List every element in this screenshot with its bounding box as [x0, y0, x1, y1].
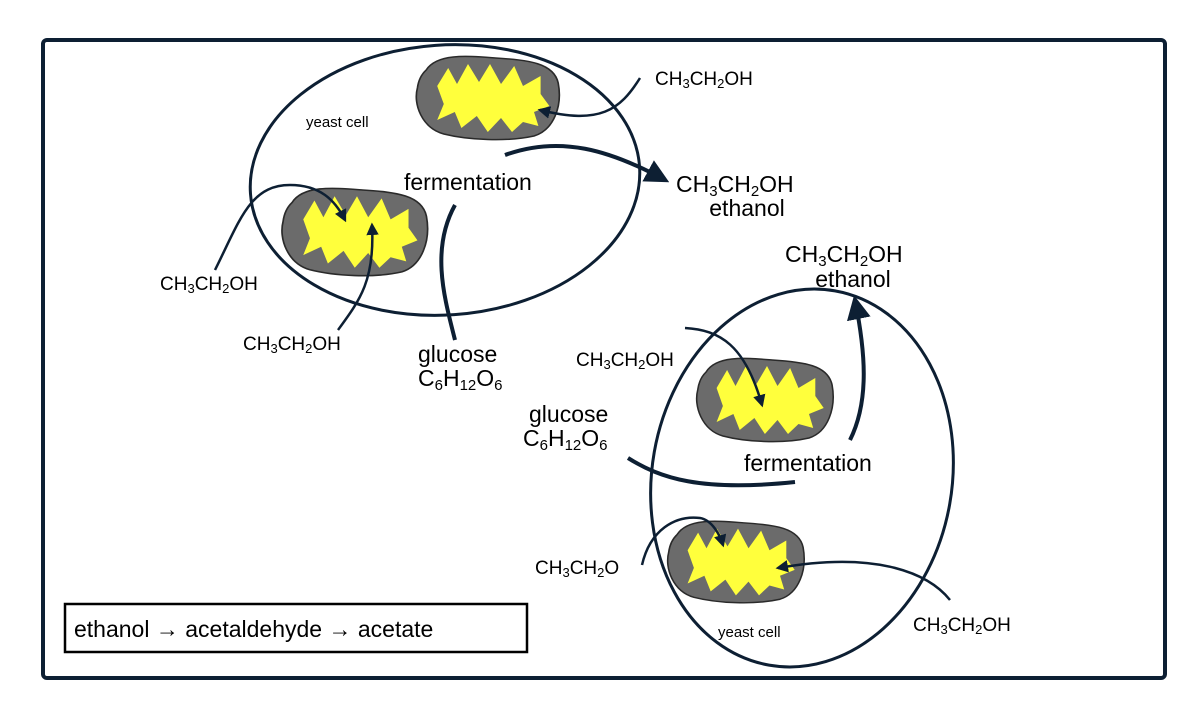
ethanol-formula: CH3CH2OH: [576, 350, 674, 372]
output-ethanol-formula: CH3CH2OH: [785, 241, 903, 270]
output-ethanol-name: ethanol: [815, 266, 890, 292]
ethanol-uptake-arrow: [775, 560, 951, 601]
right-arrow-icon: →: [328, 616, 351, 642]
ethanol-formula: CH3CH2OH: [243, 334, 341, 356]
cell-label: yeast cell: [718, 624, 781, 641]
fermentation-output-arrow: [504, 143, 670, 183]
process-label: fermentation: [404, 169, 532, 195]
mitochondrion-icon: [415, 55, 561, 141]
cell-membrane-bottom: [649, 287, 955, 669]
ethanol-uptake-arrow: [684, 326, 766, 408]
yeast-cell-top: yeast cell fermentation CH3CH2OH CH3CH2O…: [160, 43, 794, 394]
mitochondrion-icon: [666, 520, 805, 604]
ethanol-formula: CH3CH2OH: [913, 615, 1011, 637]
ethanol-formula: CH3CH2O: [535, 558, 619, 580]
output-ethanol-formula: CH3CH2OH: [676, 171, 794, 200]
glucose-name: glucose: [529, 401, 608, 427]
glucose-formula: C6H12O6: [418, 365, 503, 394]
glucose-formula: C6H12O6: [523, 425, 608, 454]
right-arrow-icon: →: [156, 616, 179, 642]
ethanol-formula: CH3CH2OH: [655, 69, 753, 91]
glucose-input-arrow: [439, 204, 457, 341]
ethanol-uptake-arrow: [213, 183, 347, 271]
cell-label: yeast cell: [306, 114, 369, 131]
ethanol-uptake-arrow: [336, 222, 379, 331]
mitochondrion-icon: [695, 357, 834, 443]
fermentation-output-arrow: [846, 295, 871, 441]
output-ethanol-name: ethanol: [709, 195, 784, 221]
glucose-input-arrow: [626, 456, 796, 488]
glucose-name: glucose: [418, 341, 497, 367]
yeast-cell-bottom: yeast cell fermentation CH3CH2OH CH3CH2O…: [523, 241, 1011, 669]
ethanol-uptake-arrow: [640, 516, 727, 566]
ethanol-formula: CH3CH2OH: [160, 274, 258, 296]
pathway-text: ethanol → acetaldehyde → acetate: [74, 616, 433, 642]
ethanol-uptake-arrow: [537, 77, 642, 119]
process-label: fermentation: [744, 450, 872, 476]
mitochondrion-icon: [281, 187, 429, 277]
pathway-legend-box: ethanol → acetaldehyde → acetate: [63, 602, 529, 654]
